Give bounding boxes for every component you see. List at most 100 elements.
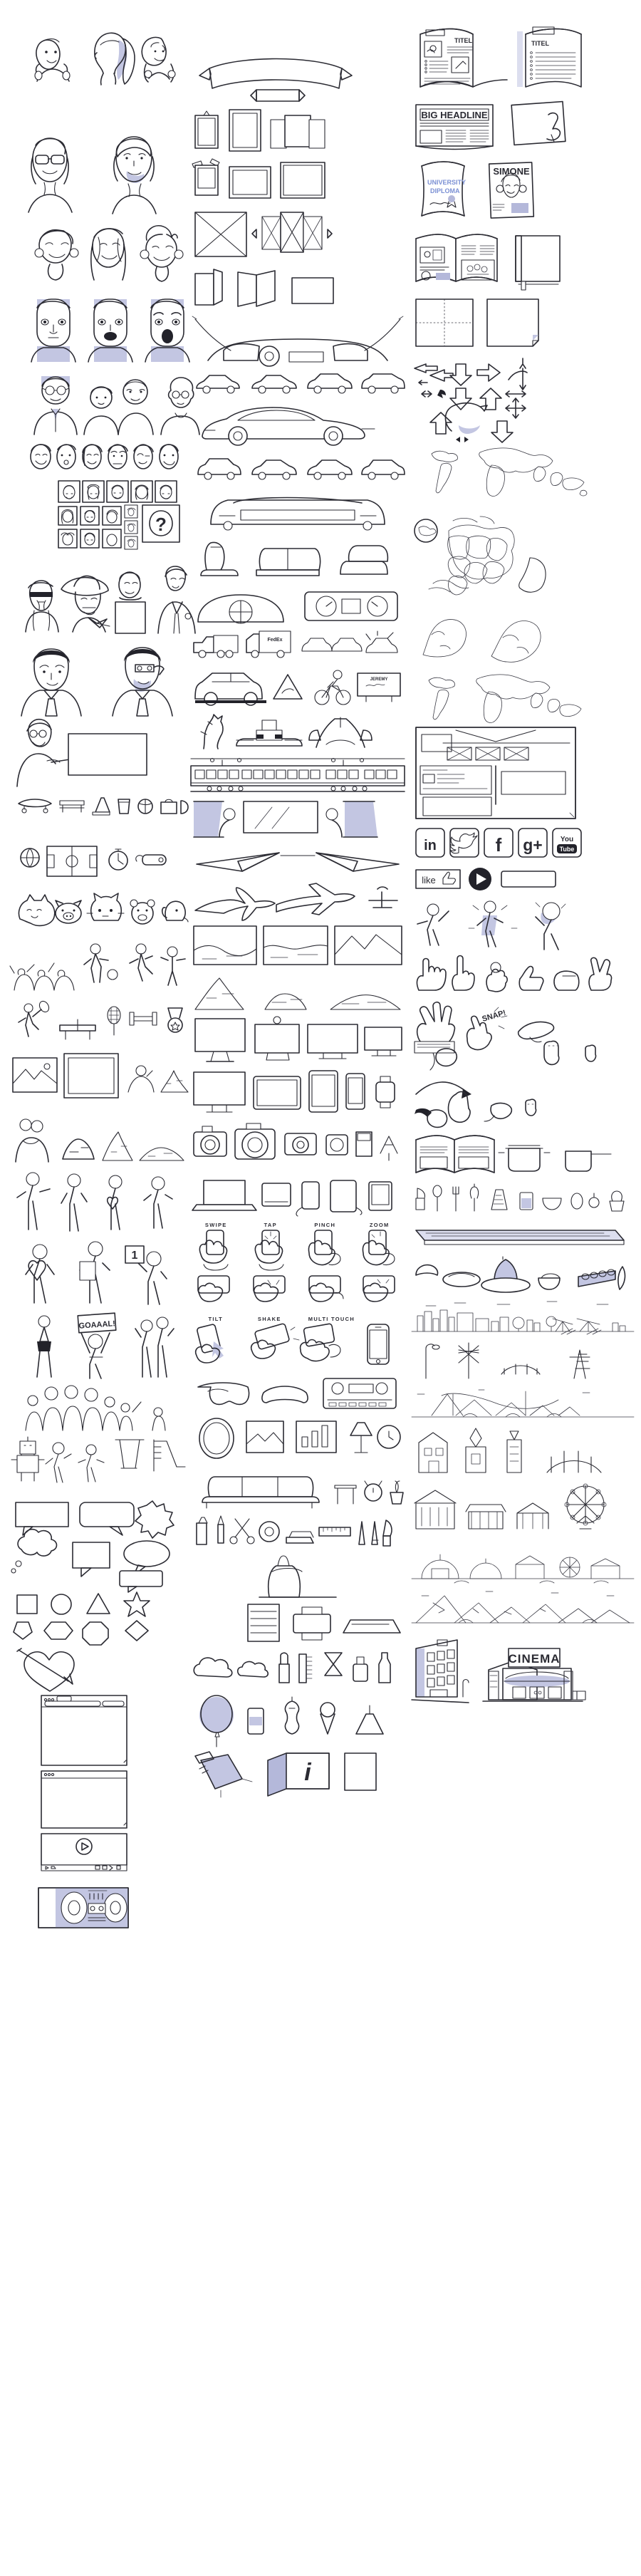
block-trucks: FedEx <box>193 630 398 658</box>
ok-sign <box>486 962 508 992</box>
semi-trailer <box>193 635 239 658</box>
bifold <box>194 269 223 306</box>
shape-circle <box>51 1594 72 1615</box>
googleplus-icon[interactable]: g+ <box>518 828 548 858</box>
block-sport-equipment <box>18 1000 183 1040</box>
laptop-open <box>192 1180 257 1211</box>
open-cookbook <box>415 1135 495 1173</box>
block-worldmap-1 <box>431 447 588 497</box>
small-pointing-hand <box>525 1099 537 1116</box>
block-convertible <box>210 497 385 531</box>
swing <box>115 1439 145 1469</box>
family-group <box>25 1385 142 1431</box>
block-cameras <box>193 1123 398 1161</box>
block-car-interior <box>192 316 404 367</box>
woman-with-paper <box>79 1241 110 1304</box>
block-outdoor-scenes <box>15 1118 184 1163</box>
youtube-icon[interactable]: You Tube <box>552 828 582 858</box>
scanner <box>343 1619 401 1634</box>
block-hands-2: SNAP! <box>414 1001 597 1071</box>
rounded-bubble <box>79 1502 135 1536</box>
egg <box>570 1193 583 1210</box>
mirror <box>199 1418 234 1459</box>
woman-with-glasses <box>28 137 73 213</box>
arrow-down-block <box>449 363 472 386</box>
wolf <box>18 894 56 927</box>
magazine-heading-left: TITEL <box>454 37 472 44</box>
twitter-icon[interactable] <box>449 828 479 858</box>
shape-star <box>123 1591 150 1617</box>
senior-bald-man <box>118 379 154 435</box>
column-frames-vehicles-devices: FedEx <box>190 0 405 1804</box>
open-palm <box>416 957 447 991</box>
landscape-frame <box>229 166 271 199</box>
arrow-over-hand <box>415 1081 471 1099</box>
hatch-side <box>307 459 353 480</box>
printer <box>293 1606 331 1641</box>
passengers-on-transport <box>193 801 378 838</box>
tablet-in-hand <box>330 1180 363 1215</box>
convertible-front-view <box>210 497 385 531</box>
cover-portrait <box>496 172 527 198</box>
coastline-map-2 <box>491 620 541 663</box>
runner <box>129 943 153 982</box>
column-people: ? <box>7 0 200 1949</box>
cone <box>92 797 110 816</box>
block-desert <box>194 977 401 1010</box>
lens <box>325 1134 348 1155</box>
carousel <box>516 1502 549 1530</box>
pig <box>55 900 82 924</box>
block-fairground <box>411 1554 635 1584</box>
gesture-labels-row-2: TILT SHAKE MULTI TOUCH <box>191 1314 405 1323</box>
oval-bubble <box>123 1540 170 1576</box>
banana <box>617 1266 626 1290</box>
cloud-2 <box>236 1661 269 1678</box>
trifold <box>237 270 276 307</box>
herb-pot <box>609 1190 625 1212</box>
man-holding-blank-sign <box>115 571 146 634</box>
heart-pierced-by-arrow <box>16 1648 75 1692</box>
taped-polaroid <box>192 158 220 196</box>
expression-shouting <box>145 298 190 363</box>
robot-toy <box>11 1436 45 1482</box>
flash <box>355 1131 372 1157</box>
mountain-panorama <box>411 1591 635 1624</box>
sushi-plate <box>578 1269 616 1287</box>
block-laptops <box>192 1180 392 1217</box>
shape-pentagon <box>13 1621 33 1640</box>
block-racing <box>200 714 372 749</box>
hiker <box>127 1065 155 1093</box>
linkedin-icon[interactable]: in <box>415 828 445 858</box>
block-smiling-portraits <box>28 136 157 214</box>
pointing-finger-down <box>484 1102 513 1122</box>
block-aerial <box>193 925 402 965</box>
cliff <box>102 1131 133 1161</box>
loose-sheet-with-hand <box>511 100 566 146</box>
blank-panel <box>344 1752 377 1791</box>
play-button[interactable] <box>469 868 491 890</box>
sports-car <box>202 407 375 446</box>
garlic <box>588 1193 600 1208</box>
block-projector-info: i <box>194 1751 377 1798</box>
browser-with-address-bar <box>41 1695 127 1766</box>
suv-large <box>194 672 266 706</box>
block-frames-1 <box>194 109 325 152</box>
bridge <box>501 1364 541 1375</box>
tagine <box>481 1256 531 1293</box>
croissant <box>415 1264 439 1276</box>
rock-formation <box>62 1138 95 1160</box>
block-hands-3 <box>415 1081 537 1128</box>
man-in-suit <box>21 648 82 717</box>
biker-with-sunglasses <box>25 580 59 633</box>
blank-button[interactable] <box>501 871 556 888</box>
pot <box>498 1145 551 1172</box>
tram-side-elevation <box>190 757 405 792</box>
like-button[interactable]: like <box>415 869 461 889</box>
arrow-up-block2 <box>429 412 452 435</box>
block-portrait-heads <box>34 32 176 85</box>
facebook-icon[interactable]: f <box>484 828 514 858</box>
whistle <box>135 854 167 866</box>
block-car-silhouettes <box>197 458 405 480</box>
block-factory <box>259 1555 337 1598</box>
expression-talking <box>88 298 133 363</box>
